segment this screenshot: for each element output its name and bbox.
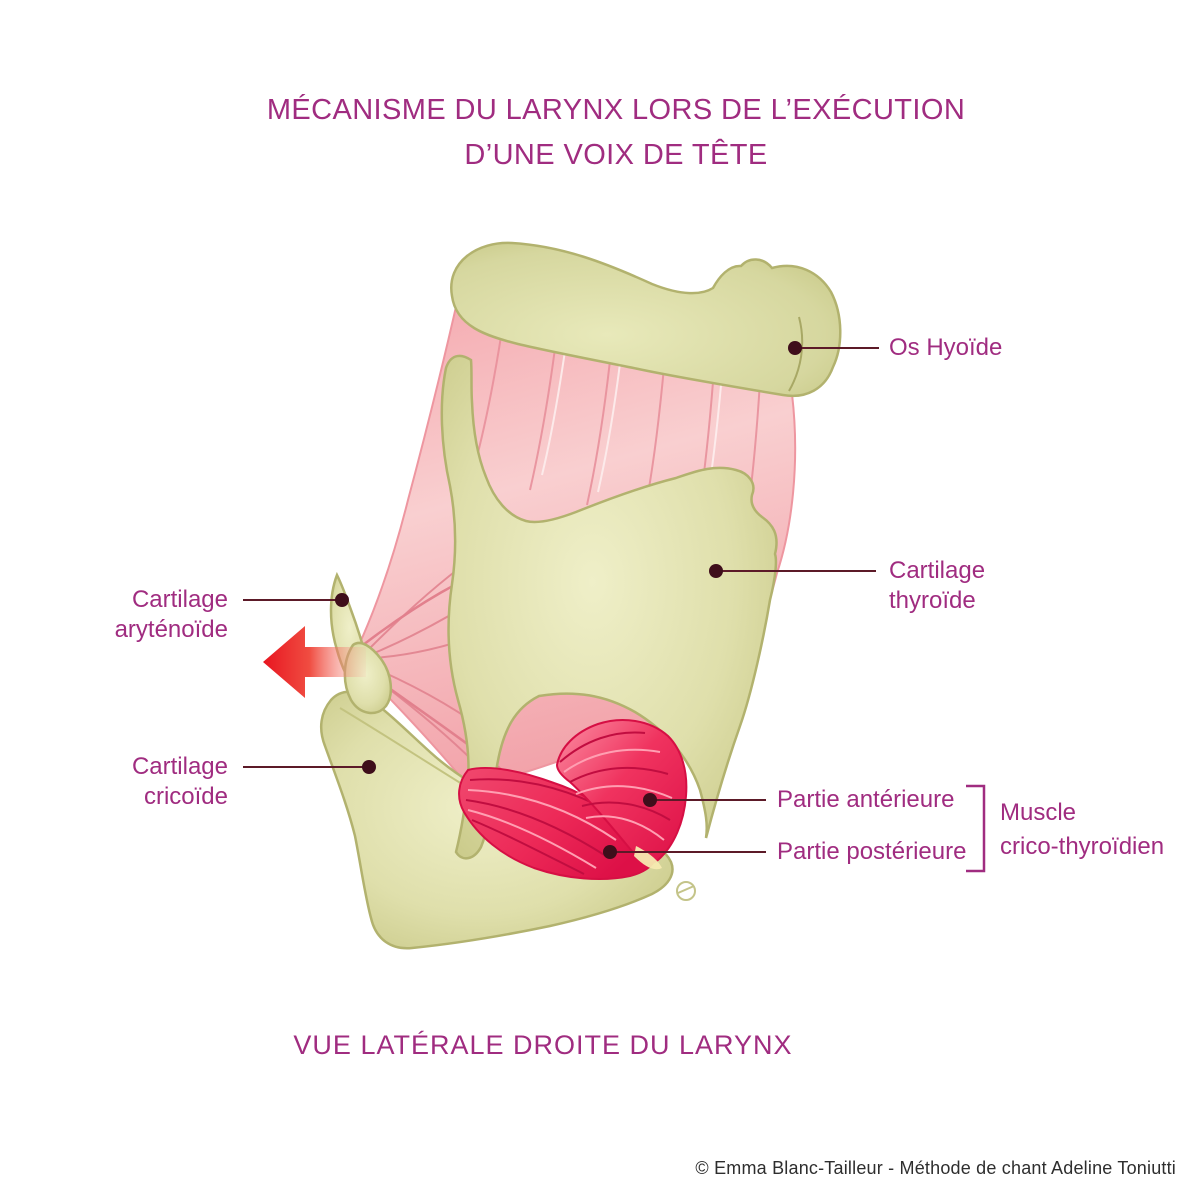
- copyright-credit: © Emma Blanc-Tailleur - Méthode de chant…: [695, 1158, 1176, 1178]
- muscle-bracket: [966, 784, 986, 873]
- page-title-line1: MÉCANISME DU LARYNX LORS DE L’EXÉCUTION: [266, 94, 966, 126]
- hyoid-bone-shape: [450, 241, 842, 398]
- anterior-striations: [559, 731, 673, 841]
- posterior-striations: [465, 778, 626, 875]
- leader-lines: [243, 347, 879, 853]
- page-title: MÉCANISME DU LARYNX LORS DE L’EXÉCUTION …: [16, 88, 1200, 178]
- label-cartilage-arytenoide: Cartilage aryténoïde: [114, 586, 228, 643]
- label-cartilage-cricoide: Cartilage cricoïde: [131, 753, 228, 810]
- signature-mark: [676, 881, 696, 901]
- label-muscle-cricothyroidien: Muscle crico-thyroïdien: [1000, 799, 1165, 860]
- label-partie-posterieure: Partie postérieure: [777, 838, 967, 865]
- leader-dots: [335, 341, 802, 859]
- label-partie-anterieure: Partie antérieure: [777, 786, 955, 813]
- thyroid-cartilage-shape: [440, 354, 778, 860]
- view-caption: VUE LATÉRALE DROITE DU LARYNX: [293, 1030, 793, 1060]
- motion-arrow-icon: [263, 626, 366, 698]
- page-title-line2: D’UNE VOIX DE TÊTE: [464, 139, 768, 171]
- label-os-hyoide: Os Hyoïde: [889, 334, 1003, 361]
- label-cartilage-thyroide: Cartilage thyroïde: [889, 557, 986, 614]
